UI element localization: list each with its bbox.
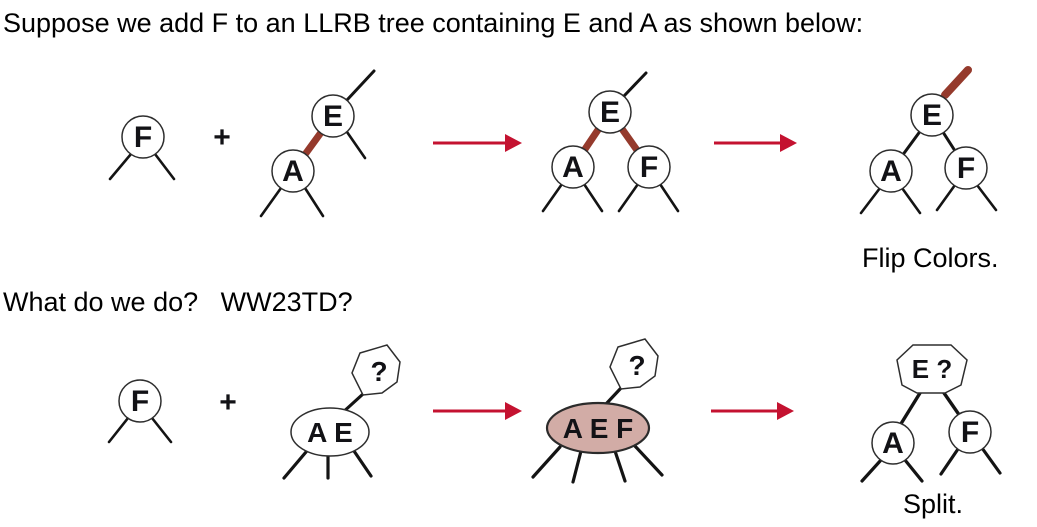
question-heptagon bbox=[609, 338, 659, 390]
node-circle bbox=[118, 379, 162, 423]
node-circle bbox=[121, 115, 165, 159]
node-circle-a bbox=[869, 149, 913, 193]
row1-arrow-2 bbox=[714, 134, 797, 152]
node-circle-a bbox=[551, 145, 595, 189]
red-parent-link bbox=[941, 66, 972, 99]
node-label-ae: A E bbox=[307, 417, 353, 448]
link-root-a bbox=[897, 391, 922, 429]
node-circle-f bbox=[948, 410, 992, 454]
node-label-e: E bbox=[323, 100, 343, 133]
node-label-aef: A E F bbox=[563, 413, 634, 444]
link-parent bbox=[604, 386, 623, 406]
node-circle-e bbox=[311, 94, 355, 138]
null-links bbox=[259, 130, 367, 218]
node-circle-e bbox=[910, 93, 954, 137]
null-links bbox=[859, 183, 998, 215]
row2-tree-before: ? A E bbox=[282, 344, 401, 480]
node-circle-f bbox=[944, 146, 988, 190]
row2-caption: Split. bbox=[903, 489, 964, 519]
row2-arrow-1 bbox=[433, 402, 522, 420]
node-ellipse-ae bbox=[290, 407, 370, 457]
overfull-node-aef bbox=[545, 401, 651, 455]
row2-add-node: F bbox=[107, 379, 173, 444]
row2-tree-inserted: ? A E F bbox=[531, 338, 664, 484]
node-label-f: F bbox=[640, 151, 658, 184]
root-heptagon bbox=[896, 344, 968, 394]
node-label: F bbox=[134, 121, 152, 154]
row2-plus-sign: + bbox=[219, 386, 237, 419]
null-links bbox=[541, 182, 680, 213]
node-label-a: A bbox=[880, 155, 902, 188]
null-links bbox=[531, 443, 664, 484]
node-circle-f bbox=[627, 145, 671, 189]
node-label-f: F bbox=[957, 152, 975, 185]
node-label-a: A bbox=[282, 155, 304, 188]
row1-plus-sign: + bbox=[213, 121, 231, 154]
node-label-f: F bbox=[961, 416, 979, 449]
node-label-e: E bbox=[922, 99, 942, 132]
row1-tree-flipped: E A F bbox=[859, 66, 998, 215]
node-label-a: A bbox=[562, 151, 584, 184]
parent-link bbox=[622, 71, 648, 98]
node-label-e: E bbox=[600, 96, 620, 129]
title-text: Suppose we add F to an LLRB tree contain… bbox=[3, 8, 864, 38]
node-circle-e bbox=[588, 90, 632, 134]
row1-add-node: F bbox=[108, 115, 176, 181]
row1-tree-inserted: E A F bbox=[541, 71, 680, 213]
null-links bbox=[108, 152, 176, 181]
row2-arrow-2 bbox=[711, 402, 794, 420]
node-label: F bbox=[131, 385, 149, 418]
root-label: E ? bbox=[912, 354, 952, 384]
node-circle-a bbox=[271, 149, 315, 193]
heptagon-label: ? bbox=[628, 350, 645, 381]
null-links bbox=[860, 446, 1002, 483]
null-links bbox=[107, 416, 173, 444]
row1-arrow-1 bbox=[433, 134, 522, 152]
heptagon-label: ? bbox=[370, 356, 387, 387]
row1-tree-before: E A bbox=[259, 69, 376, 218]
question-text: What do we do? WW23TD? bbox=[3, 287, 353, 317]
question-heptagon bbox=[351, 344, 401, 396]
row1-caption: Flip Colors. bbox=[862, 243, 999, 273]
null-links bbox=[282, 449, 373, 480]
node-label-a: A bbox=[882, 427, 904, 460]
parent-link bbox=[345, 69, 376, 102]
node-circle-a bbox=[871, 421, 915, 465]
row2-tree-split: E ? A F bbox=[860, 344, 1002, 483]
